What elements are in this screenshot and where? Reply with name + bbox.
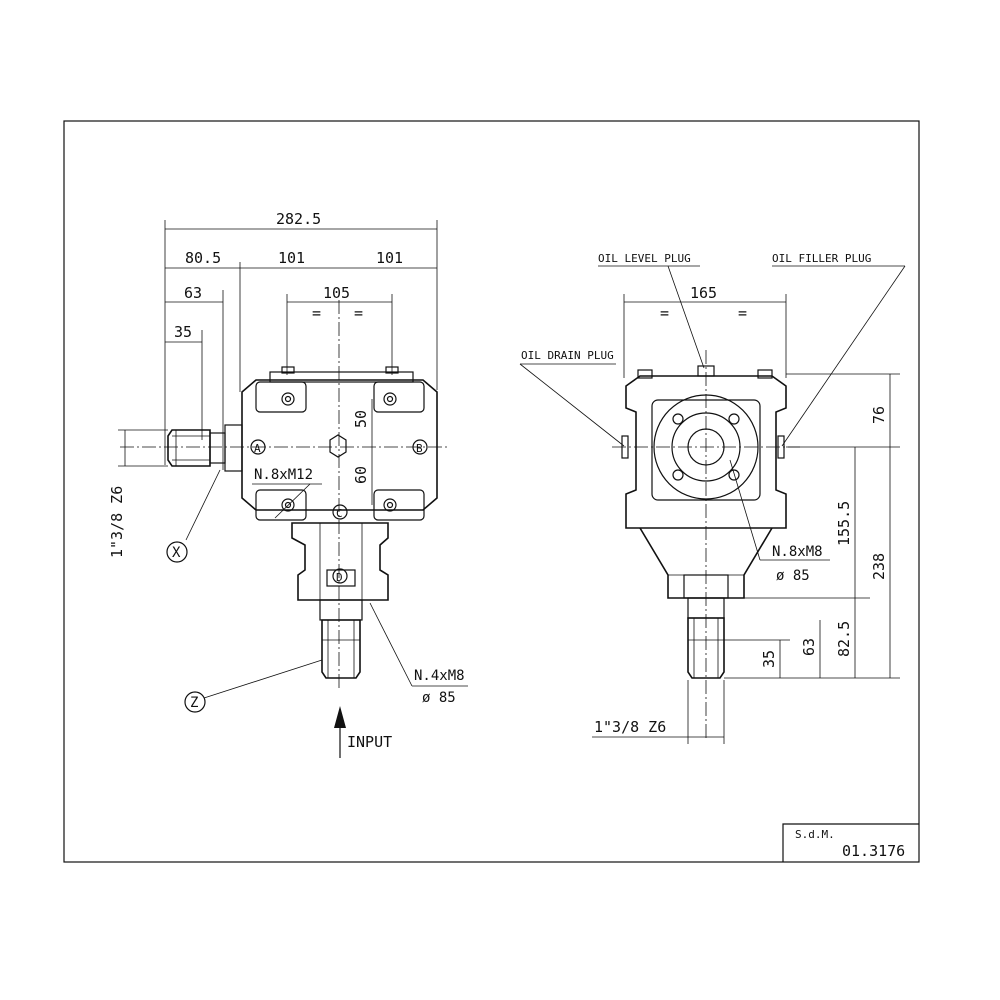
input-arrow-head <box>334 706 346 728</box>
bottom-diameter-label: ø 85 <box>422 690 456 706</box>
gearbox-body <box>241 379 438 511</box>
title-block-code: 01.3176 <box>842 842 905 860</box>
dim-bolt-pitch: 105 <box>323 284 350 302</box>
callout-z-marker <box>184 691 206 713</box>
right-view: 165 = = <box>519 252 906 744</box>
dim-height-238: 238 <box>870 553 888 580</box>
callout-x-marker <box>166 541 188 563</box>
dim-shaft-35: 35 <box>174 323 192 341</box>
title-block-company: S.d.M. <box>795 828 835 841</box>
front-diameter-label: ø 85 <box>776 568 810 584</box>
input-shaft <box>321 619 361 679</box>
lower-flange <box>291 522 389 601</box>
dim-shaft-offset: 80.5 <box>185 249 221 267</box>
dim-overall: 282.5 <box>276 210 321 228</box>
point-b-marker <box>412 439 428 455</box>
input-label: INPUT <box>347 733 392 751</box>
point-a: A <box>254 442 261 455</box>
oil-level-label: OIL LEVEL PLUG <box>598 252 691 265</box>
point-c-marker <box>332 504 348 520</box>
dim-equal-right: = <box>738 304 747 322</box>
point-d-marker <box>332 568 348 584</box>
side-holes-label: N.8xM12 <box>254 467 313 483</box>
front-body <box>625 375 787 529</box>
dim-equal-left: = <box>660 304 669 322</box>
mount-pad <box>255 489 307 521</box>
front-holes-label: N.8xM8 <box>772 544 823 560</box>
callout-x: X <box>172 545 181 561</box>
dim-shaft-63: 63 <box>184 284 202 302</box>
callout-z: Z <box>190 695 198 711</box>
title-block-border <box>782 823 919 862</box>
dim-height-35: 35 <box>760 650 778 668</box>
mount-pad <box>373 489 425 521</box>
drawing-frame <box>63 120 920 863</box>
side-shaft <box>167 429 211 467</box>
dim-half-left: 101 <box>278 249 305 267</box>
point-a-marker <box>250 439 266 455</box>
point-d: D <box>336 571 343 584</box>
front-shaft-spec: 1"3/8 Z6 <box>594 718 666 736</box>
bottom-holes-label: N.4xM8 <box>414 668 465 684</box>
dim-height-76: 76 <box>870 406 888 424</box>
point-c: C <box>336 507 343 520</box>
dim-height-82: 82.5 <box>835 621 853 657</box>
dim-vert-50: 50 <box>352 410 370 428</box>
front-input-shaft <box>687 617 725 679</box>
dim-equal-right: = <box>354 304 363 322</box>
side-shaft-spec: 1"3/8 Z6 <box>108 486 126 558</box>
dim-height-63: 63 <box>800 638 818 656</box>
oil-drain-label: OIL DRAIN PLUG <box>521 349 614 362</box>
dim-vert-60: 60 <box>352 466 370 484</box>
dim-equal-left: = <box>312 304 321 322</box>
mount-pad <box>373 381 425 413</box>
dim-flange-width: 165 <box>690 284 717 302</box>
center-plug <box>329 434 347 458</box>
dim-height-155: 155.5 <box>835 501 853 546</box>
point-b: B <box>416 442 423 455</box>
left-view: 282.5 80.5 101 101 63 105 = = 35 50 60 <box>108 210 468 758</box>
oil-filler-label: OIL FILLER PLUG <box>772 252 871 265</box>
dim-half-right: 101 <box>376 249 403 267</box>
mount-pad <box>255 381 307 413</box>
